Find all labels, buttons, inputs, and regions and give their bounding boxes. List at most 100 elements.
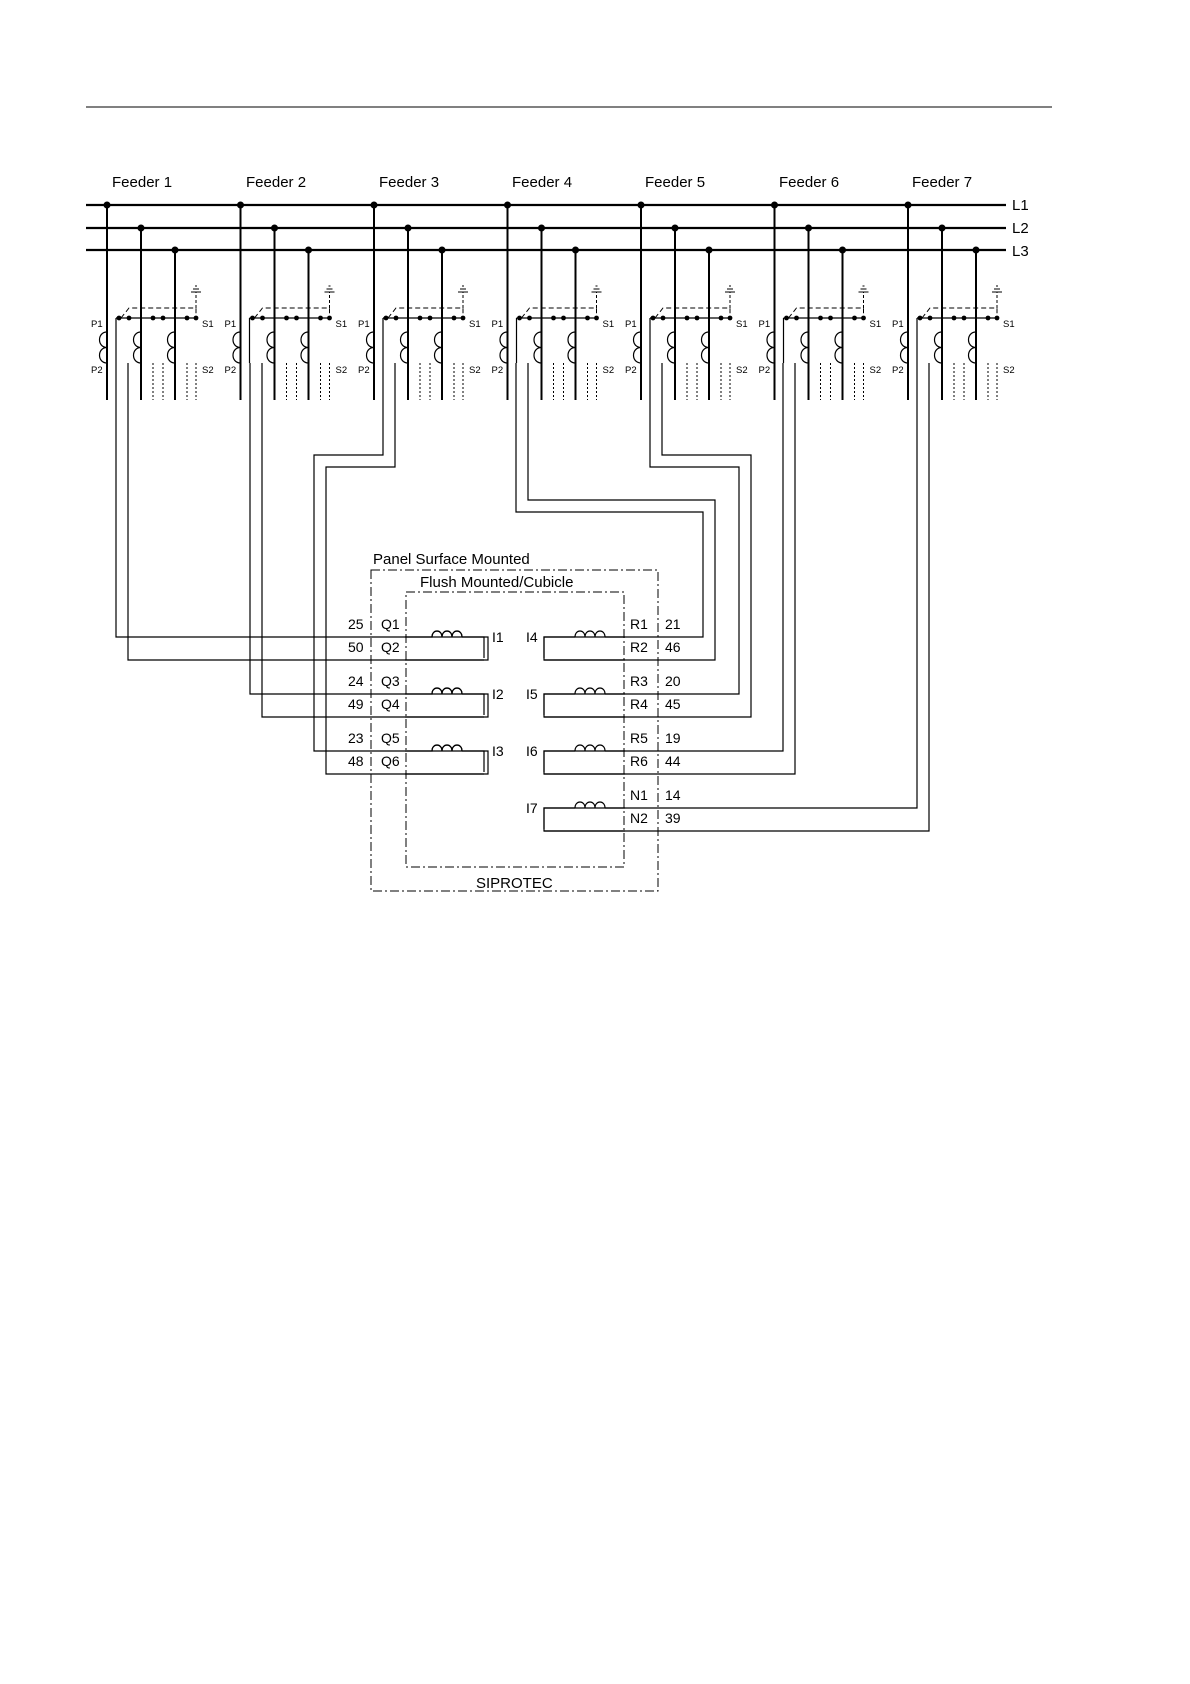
wire-feeder2-p2 bbox=[261, 363, 484, 718]
terminal-name: N1 bbox=[630, 787, 648, 803]
siprotec-label: SIPROTEC bbox=[476, 875, 553, 892]
star-point-dot bbox=[383, 315, 389, 321]
terminal-name: R6 bbox=[630, 753, 648, 769]
terminal-name: Q4 bbox=[381, 696, 400, 712]
busbar-junction-dot bbox=[504, 201, 511, 209]
busbar-junction-dot bbox=[171, 246, 179, 254]
wire-feeder6-p1 bbox=[543, 363, 784, 772]
terminal-name: N2 bbox=[630, 810, 648, 826]
ct-secondary-coil bbox=[567, 331, 576, 364]
ct-label-s1: S1 bbox=[736, 319, 748, 330]
star-point-dot bbox=[694, 315, 700, 321]
terminal-number: 24 bbox=[348, 673, 364, 689]
terminal-name: Q3 bbox=[381, 673, 400, 689]
ground-link bbox=[921, 307, 998, 319]
ground-link bbox=[120, 307, 197, 319]
input-return-lead bbox=[543, 807, 625, 832]
ground-link bbox=[521, 307, 597, 319]
terminal-number: 49 bbox=[348, 696, 364, 712]
busbar-junction-dot bbox=[904, 201, 912, 209]
device-current-inputs: 2550Q1Q2I12449Q3Q4I22348Q5Q6I3I4R1R22146… bbox=[348, 616, 681, 832]
input-label: I7 bbox=[526, 800, 538, 816]
ct-label-p1: P1 bbox=[225, 319, 237, 330]
star-point-dot bbox=[250, 315, 255, 321]
ct-secondary-coil bbox=[266, 331, 275, 364]
busbar-label-l2: L2 bbox=[1012, 220, 1029, 237]
terminal-number: 44 bbox=[665, 753, 681, 769]
star-point-dot bbox=[393, 315, 399, 321]
star-point-dot bbox=[951, 315, 957, 321]
star-point-dot bbox=[828, 315, 833, 321]
terminal-number: 20 bbox=[665, 673, 681, 689]
ct-label-s1: S1 bbox=[336, 319, 348, 330]
star-point-dot bbox=[551, 315, 556, 321]
ct-secondary-coil bbox=[700, 331, 710, 364]
busbar-junction-dot bbox=[705, 246, 713, 254]
feeder-label-2: Feeder 2 bbox=[246, 174, 306, 191]
input-label: I6 bbox=[526, 743, 538, 759]
terminal-number: 45 bbox=[665, 696, 681, 712]
star-point-dot bbox=[718, 315, 724, 321]
panel-surface-mounted-label: Panel Surface Mounted bbox=[373, 551, 530, 568]
star-point-dot bbox=[116, 315, 122, 321]
ct-label-p2: P2 bbox=[91, 365, 103, 376]
feeder-label-4: Feeder 4 bbox=[512, 174, 572, 191]
busbar-junction-dot bbox=[805, 224, 812, 232]
terminal-number: 39 bbox=[665, 810, 681, 826]
wire-feeder4-p1 bbox=[515, 363, 704, 658]
terminal-number: 14 bbox=[665, 787, 681, 803]
ct-label-p2: P2 bbox=[892, 365, 904, 376]
ct-label-s2: S2 bbox=[1003, 365, 1015, 376]
ct-label-s2: S2 bbox=[202, 365, 214, 376]
input-label: I2 bbox=[492, 686, 504, 702]
ct-secondary-coil bbox=[98, 331, 108, 364]
terminal-name: Q1 bbox=[381, 616, 400, 632]
ct-label-p1: P1 bbox=[492, 319, 504, 330]
feeder-label-6: Feeder 6 bbox=[779, 174, 839, 191]
star-point-dot bbox=[294, 315, 299, 321]
ct-label-p1: P1 bbox=[892, 319, 904, 330]
busbar-junction-dot bbox=[305, 246, 312, 254]
wire-feeder1-p2 bbox=[127, 363, 484, 661]
ct-secondary-coil bbox=[433, 331, 443, 364]
busbar-label-l3: L3 bbox=[1012, 243, 1029, 260]
terminal-number: 25 bbox=[348, 616, 364, 632]
panel-surface-mounted-box bbox=[370, 569, 659, 892]
ct-label-p1: P1 bbox=[358, 319, 370, 330]
input-return-lead bbox=[543, 750, 625, 775]
input-coil-windings bbox=[431, 744, 463, 752]
busbar-junction-dot bbox=[438, 246, 446, 254]
terminal-name: R1 bbox=[630, 616, 648, 632]
ct-secondary-coil bbox=[365, 331, 375, 364]
input-return-lead bbox=[405, 693, 489, 718]
ct-label-p1: P1 bbox=[625, 319, 637, 330]
terminal-name: R4 bbox=[630, 696, 648, 712]
feeder-ct-groups: P1P2S1S2P1P2S1S2P1P2S1S2P1P2S1S2P1P2S1S2… bbox=[91, 201, 1015, 400]
input-coil-windings bbox=[574, 801, 606, 809]
ct-label-p2: P2 bbox=[358, 365, 370, 376]
terminal-name: R5 bbox=[630, 730, 648, 746]
ct-label-s1: S1 bbox=[202, 319, 214, 330]
busbar-junction-dot bbox=[972, 246, 980, 254]
busbar-junction-dot bbox=[839, 246, 846, 254]
busbar-junction-dot bbox=[637, 201, 645, 209]
terminal-name: Q5 bbox=[381, 730, 400, 746]
input-label: I4 bbox=[526, 629, 538, 645]
ct-secondary-coil bbox=[933, 331, 943, 364]
star-point-dot bbox=[985, 315, 991, 321]
star-point-dot bbox=[650, 315, 656, 321]
input-label: I3 bbox=[492, 743, 504, 759]
busbar-junction-dot bbox=[137, 224, 145, 232]
ct-label-s2: S2 bbox=[870, 365, 882, 376]
terminal-number: 46 bbox=[665, 639, 681, 655]
ct-label-p2: P2 bbox=[759, 365, 771, 376]
ct-label-s2: S2 bbox=[336, 365, 348, 376]
star-point-dot bbox=[517, 315, 522, 321]
ct-secondary-coil bbox=[232, 331, 241, 364]
